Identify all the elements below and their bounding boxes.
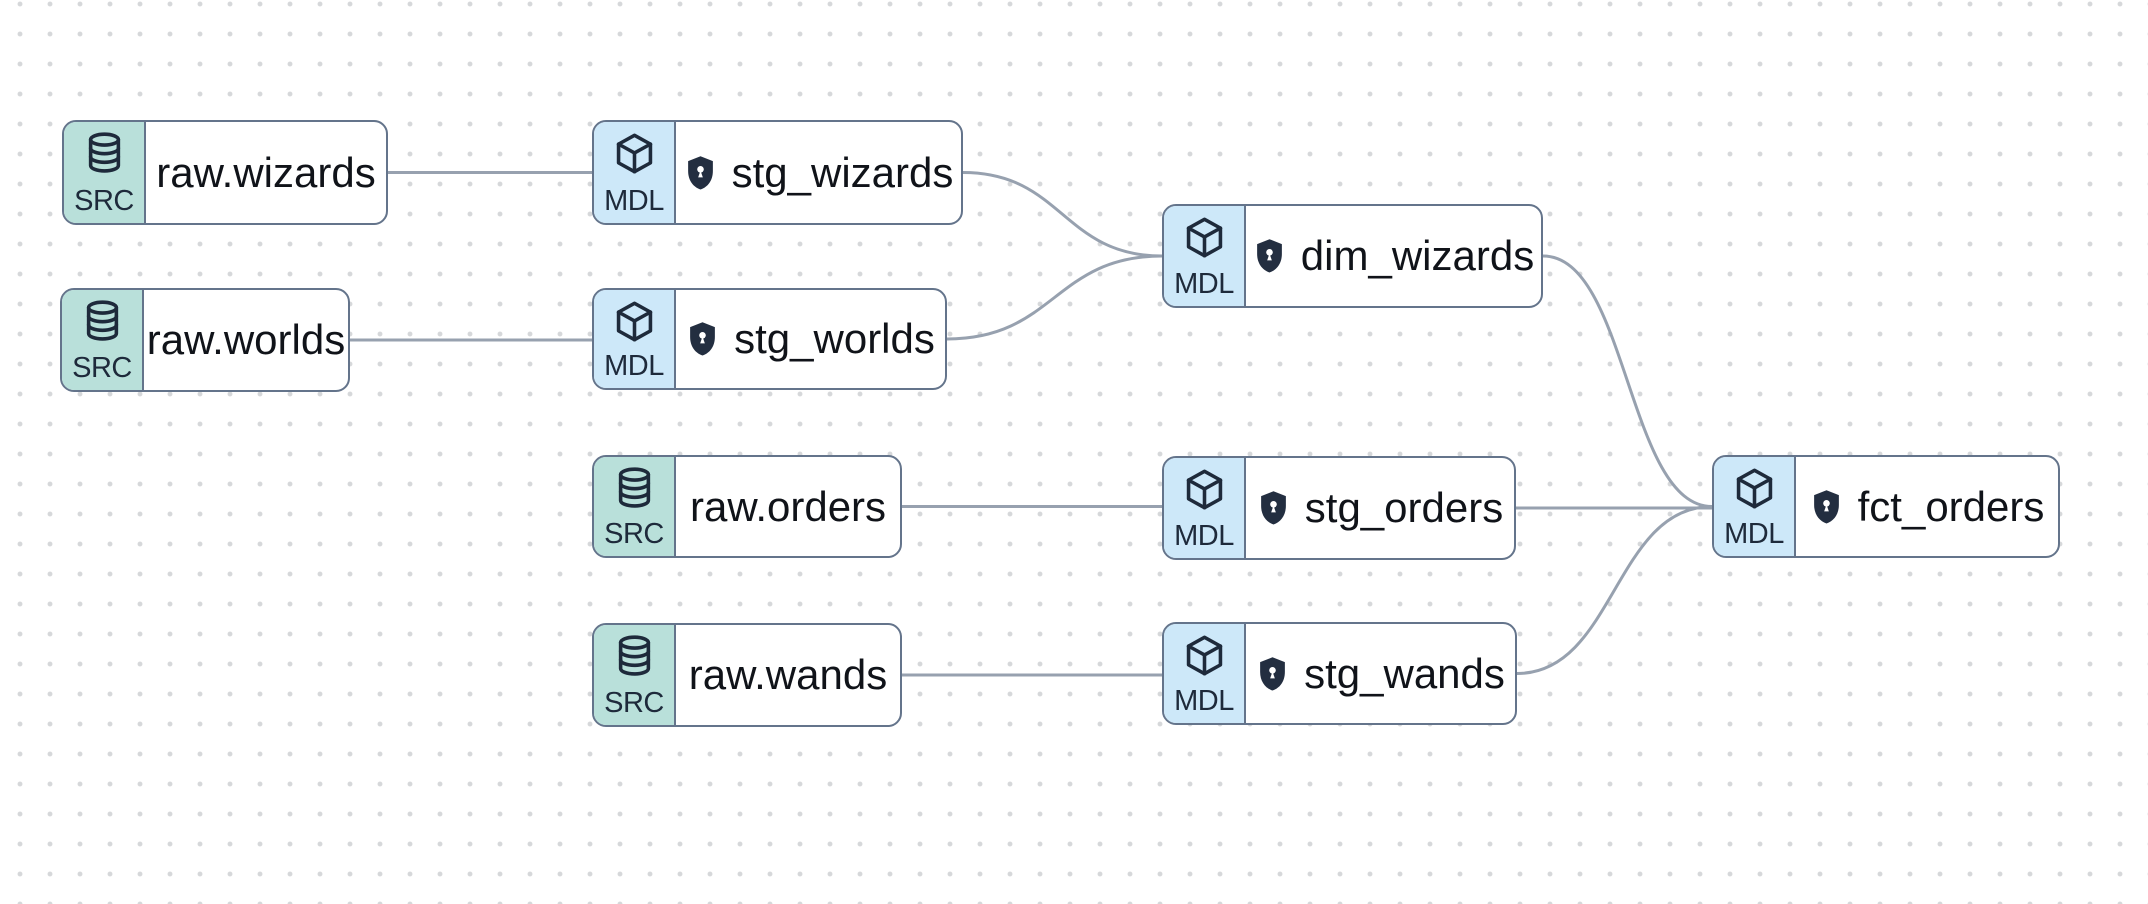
source-type-badge: SRC <box>62 290 144 390</box>
shield-lock-icon <box>1810 489 1843 525</box>
node-raw-worlds[interactable]: SRC raw.worlds <box>60 288 350 392</box>
badge-label: SRC <box>72 352 132 384</box>
badge-label: MDL <box>604 185 664 217</box>
edge-stg-worlds-to-dim-wizards <box>945 254 1164 341</box>
node-stg-orders[interactable]: MDL stg_orders <box>1162 456 1516 560</box>
source-type-badge: SRC <box>594 457 676 556</box>
node-fct-orders[interactable]: MDL fct_orders <box>1712 455 2060 558</box>
cube-icon <box>1182 633 1227 678</box>
node-raw-wizards[interactable]: SRC raw.wizards <box>62 120 388 225</box>
shield-lock-icon <box>1256 656 1289 692</box>
cube-icon <box>612 299 657 344</box>
model-type-badge: MDL <box>1164 206 1246 306</box>
cube-icon <box>1182 467 1227 512</box>
badge-label: MDL <box>1174 268 1234 300</box>
model-type-badge: MDL <box>594 122 676 223</box>
model-type-badge: MDL <box>1164 624 1246 723</box>
node-stg-worlds[interactable]: MDL stg_worlds <box>592 288 947 390</box>
badge-label: SRC <box>604 518 664 550</box>
node-body: raw.wizards <box>146 122 386 223</box>
node-label: stg_worlds <box>734 315 935 362</box>
database-icon <box>612 634 657 679</box>
node-raw-wands[interactable]: SRC raw.wands <box>592 623 902 727</box>
node-stg-wands[interactable]: MDL stg_wands <box>1162 622 1517 725</box>
node-label: dim_wizards <box>1300 232 1535 279</box>
edge-stg-wizards-to-dim-wizards <box>961 171 1164 258</box>
node-body: dim_wizards <box>1246 206 1541 306</box>
badge-label: SRC <box>604 687 664 719</box>
node-body: stg_worlds <box>676 290 945 388</box>
node-label: fct_orders <box>1857 482 2045 530</box>
shield-lock-icon <box>686 321 719 357</box>
node-label: stg_orders <box>1304 484 1504 531</box>
node-raw-orders[interactable]: SRC raw.orders <box>592 455 902 558</box>
database-icon <box>82 131 127 176</box>
shield-lock-icon <box>684 155 717 191</box>
badge-label: MDL <box>1174 685 1234 717</box>
source-type-badge: SRC <box>64 122 146 223</box>
edge-dim-wizards-to-fct-orders <box>1541 254 1714 508</box>
model-type-badge: MDL <box>1164 458 1246 558</box>
node-label: raw.wands <box>688 651 888 698</box>
source-type-badge: SRC <box>594 625 676 725</box>
node-label: raw.orders <box>689 482 887 530</box>
shield-lock-icon <box>1253 238 1286 274</box>
badge-label: SRC <box>74 185 134 217</box>
shield-lock-icon <box>1257 490 1290 526</box>
node-label: stg_wizards <box>731 148 954 196</box>
node-body: stg_wizards <box>676 122 961 223</box>
node-dim-wizards[interactable]: MDL dim_wizards <box>1162 204 1543 308</box>
node-label: stg_wands <box>1304 649 1505 697</box>
badge-label: MDL <box>1724 518 1784 550</box>
model-type-badge: MDL <box>1714 457 1796 556</box>
badge-label: MDL <box>604 350 664 382</box>
database-icon <box>80 299 125 344</box>
node-body: raw.wands <box>676 625 900 725</box>
node-body: stg_orders <box>1246 458 1514 558</box>
node-label: raw.wizards <box>156 148 376 196</box>
database-icon <box>612 466 657 511</box>
edge-stg-wands-to-fct-orders <box>1515 505 1714 675</box>
model-type-badge: MDL <box>594 290 676 388</box>
node-body: stg_wands <box>1246 624 1515 723</box>
node-body: fct_orders <box>1796 457 2058 556</box>
node-stg-wizards[interactable]: MDL stg_wizards <box>592 120 963 225</box>
node-body: raw.worlds <box>144 290 348 390</box>
node-label: raw.worlds <box>146 316 346 363</box>
cube-icon <box>612 131 657 176</box>
node-body: raw.orders <box>676 457 900 556</box>
badge-label: MDL <box>1174 520 1234 552</box>
cube-icon <box>1732 466 1777 511</box>
cube-icon <box>1182 215 1227 260</box>
